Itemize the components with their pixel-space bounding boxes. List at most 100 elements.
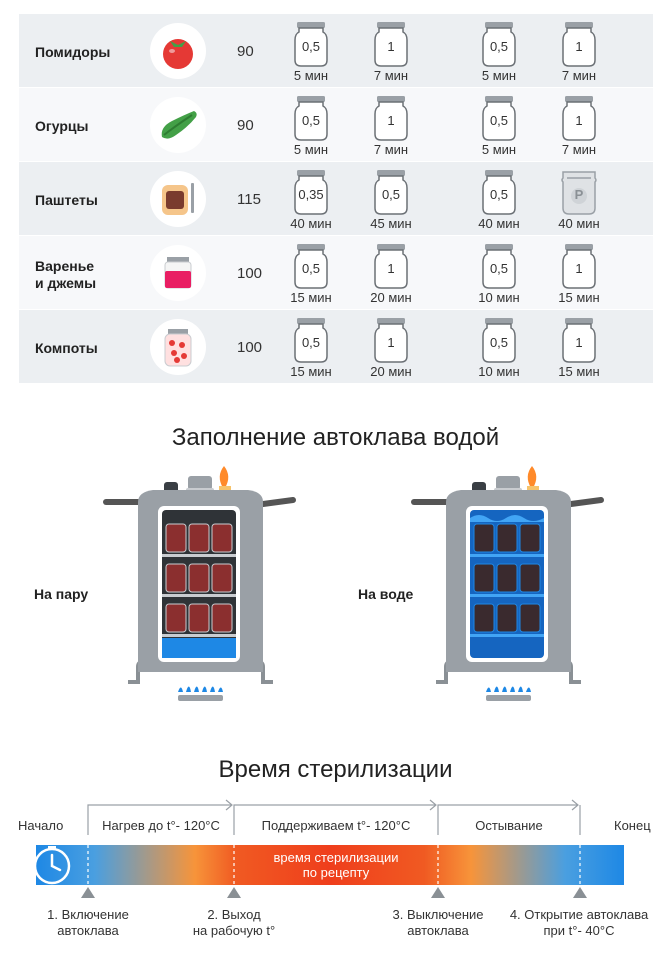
jar-icon: 0,5 [289,242,333,306]
timeline-end-label: Конец [614,818,651,833]
bar-label-line2: по рецепту [302,865,370,880]
jar-volume: 0,35 [298,187,324,202]
step-markers [81,845,587,898]
phase-heating-label: Нагрев до t°- 120°C [102,818,220,833]
sterilization-time: 10 мин [478,364,520,379]
jar-icon: 0,5 [369,168,413,232]
phase-arrows [87,799,581,835]
step-4-marker [573,887,587,898]
steam-label: На пару [34,586,89,602]
step-1-marker [81,887,95,898]
jar-volume: P [574,187,584,202]
sterilization-time-bar [36,845,624,885]
step-1-label: 1. Включение автоклава [47,907,129,938]
bar-label-line1: время стерилизации [273,850,399,865]
jar-icon: 0,5 [477,316,521,380]
product-name: Помидоры [35,44,111,60]
jar-volume: 0,5 [489,261,509,276]
product-name: Компоты [35,340,98,356]
jar-icon: 0,5 [477,168,521,232]
jar-volume: 1 [387,113,395,128]
sterilization-time: 7 мин [373,68,409,83]
jar-icon: 1 [557,94,601,158]
table-row: Варенье и джемы 100 0,5 15 мин 1 20 мин 0,5 10 … [19,236,653,309]
sterilization-time: 15 мин [290,290,332,305]
pate-icon [150,171,206,227]
sterilization-time: 7 мин [561,142,597,157]
sterilization-time: 45 мин [370,216,412,231]
product-temperature: 100 [237,265,263,282]
jar-volume: 1 [387,261,395,276]
step-2-marker [227,887,241,898]
product-temperature: 90 [237,117,254,134]
jar-icon: 1 [369,94,413,158]
product-temperature: 115 [237,191,261,208]
jar-icon: 1 [557,20,601,84]
clock-icon [33,846,71,885]
jar-volume: 0,5 [301,113,321,128]
sterilization-time: 15 мин [558,290,600,305]
jar-icon: 0,5 [477,94,521,158]
phase-holding-label: Поддерживаем t°- 120°C [261,818,411,833]
jar-icon: 0,5 [477,20,521,84]
sterilization-time: 40 мин [558,216,600,231]
tomato-icon [150,23,206,79]
sterilization-time: 7 мин [561,68,597,83]
sterilization-time: 40 мин [290,216,332,231]
jar-volume: 0,5 [489,335,509,350]
jar-volume: 1 [387,39,395,54]
jar-volume: 0,5 [301,335,321,350]
jar-volume: 1 [575,113,583,128]
sterilization-time: 15 мин [290,364,332,379]
autoclave-water-illustration [411,466,604,701]
product-name: Варенье и джемы [35,258,97,291]
step-3-label: 3. Выключение автоклава [392,907,484,938]
sterilization-bar-label: время стерилизации по рецепту [234,850,438,880]
sterilization-time: 20 мин [370,290,412,305]
table-row: Компоты 100 0,5 15 мин 1 20 мин 0,5 10 мин 1 15 м… [19,310,653,383]
sterilization-time: 15 мин [558,364,600,379]
sterilization-time: 5 мин [481,142,517,157]
jar-volume: 0,5 [489,113,509,128]
sterilization-time: 5 мин [293,68,329,83]
jar-icon: 1 [369,316,413,380]
cucumber-icon [150,97,206,153]
phase-cooling-label: Остывание [475,818,543,833]
jar-volume: 1 [575,335,583,350]
jar-volume: 0,5 [301,261,321,276]
jar-volume: 1 [387,335,395,350]
pouch-icon: P [557,168,601,232]
step-3-marker [431,887,445,898]
table-row: Помидоры 90 0,5 5 мин 1 7 мин 0,5 5 мин 1 7 мин [19,14,653,87]
step-4-label: 4. Открытие автоклава при t°- 40°C [509,907,649,938]
timeline-start-label: Начало [18,818,64,833]
jar-volume: 1 [575,39,583,54]
jar-icon: 0,5 [289,316,333,380]
compote-icon [150,319,206,375]
sterilization-time: 20 мин [370,364,412,379]
step-2-label: 2. Выход на рабочую t° [192,907,276,938]
jar-volume: 0,5 [301,39,321,54]
water-label: На воде [358,586,414,602]
jam-icon [150,245,206,301]
jar-icon: 1 [369,20,413,84]
product-temperature: 90 [237,43,254,60]
filling-title: Заполнение автоклава водой [171,424,500,451]
jar-volume: 0,5 [489,187,509,202]
jar-volume: 0,5 [381,187,401,202]
jar-icon: 0,35 [289,168,333,232]
jar-icon: 0,5 [289,20,333,84]
sterilization-time: 10 мин [478,290,520,305]
product-temperature: 100 [237,339,263,356]
jar-icon: 1 [369,242,413,306]
product-name: Огурцы [35,118,89,134]
sterilization-time: 40 мин [478,216,520,231]
sterilization-title: Время стерилизации [218,756,453,783]
jar-volume: 0,5 [489,39,509,54]
sterilization-time: 5 мин [293,142,329,157]
autoclave-steam-illustration [103,466,296,701]
sterilization-time: 5 мин [481,68,517,83]
jar-volume: 1 [575,261,583,276]
